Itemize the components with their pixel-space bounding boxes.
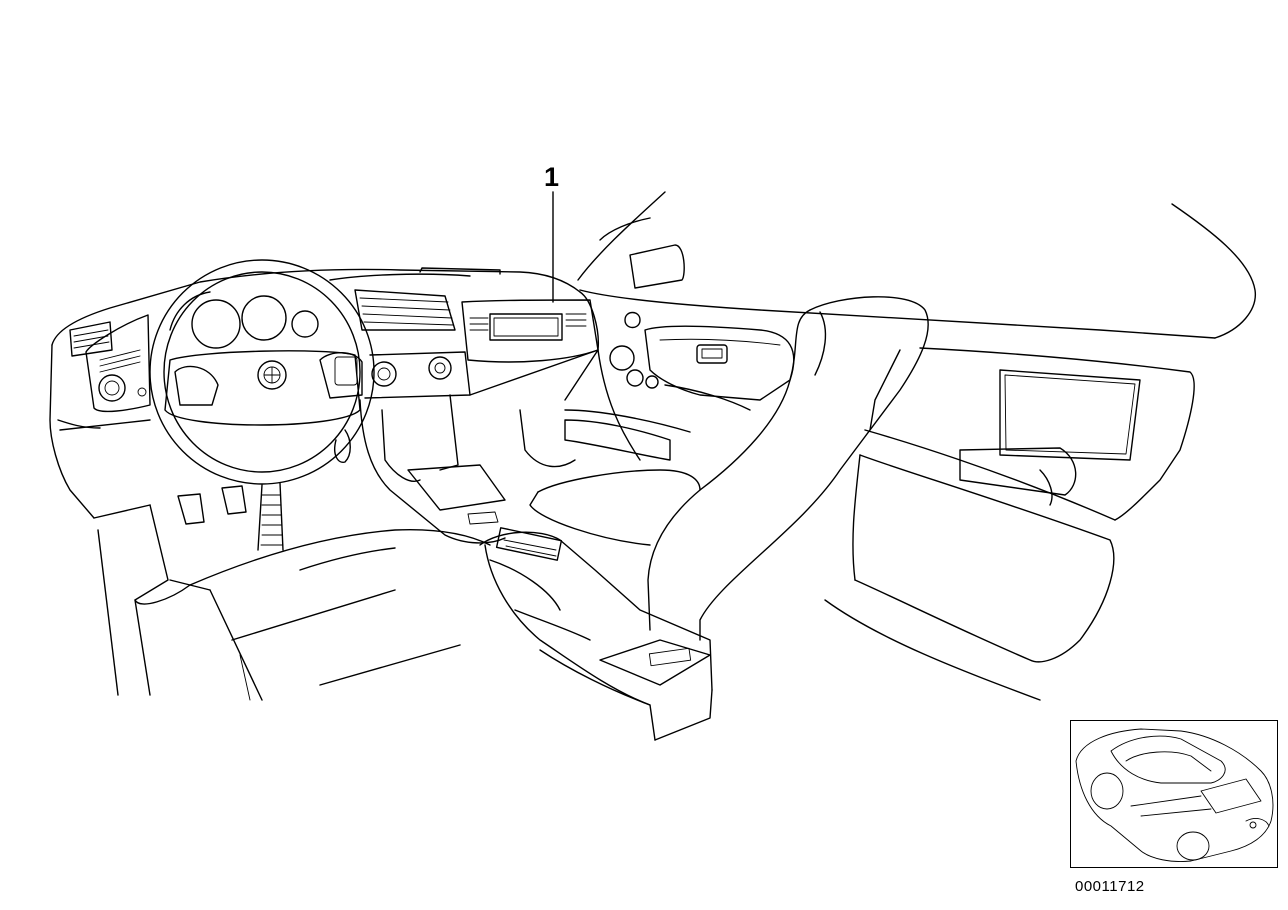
steering-wheel bbox=[149, 259, 375, 551]
door-panel bbox=[564, 191, 1256, 701]
callout-number: 1 bbox=[544, 162, 560, 192]
car-overview-icon bbox=[1075, 728, 1274, 862]
driver-seat bbox=[134, 584, 191, 605]
pedals bbox=[177, 485, 247, 525]
center-console bbox=[359, 394, 713, 741]
reference-number: 00011712 bbox=[1075, 878, 1145, 895]
passenger-seat bbox=[529, 296, 929, 641]
floor-outline bbox=[97, 504, 491, 701]
dashboard bbox=[49, 267, 600, 519]
inset-frame bbox=[1070, 720, 1278, 868]
